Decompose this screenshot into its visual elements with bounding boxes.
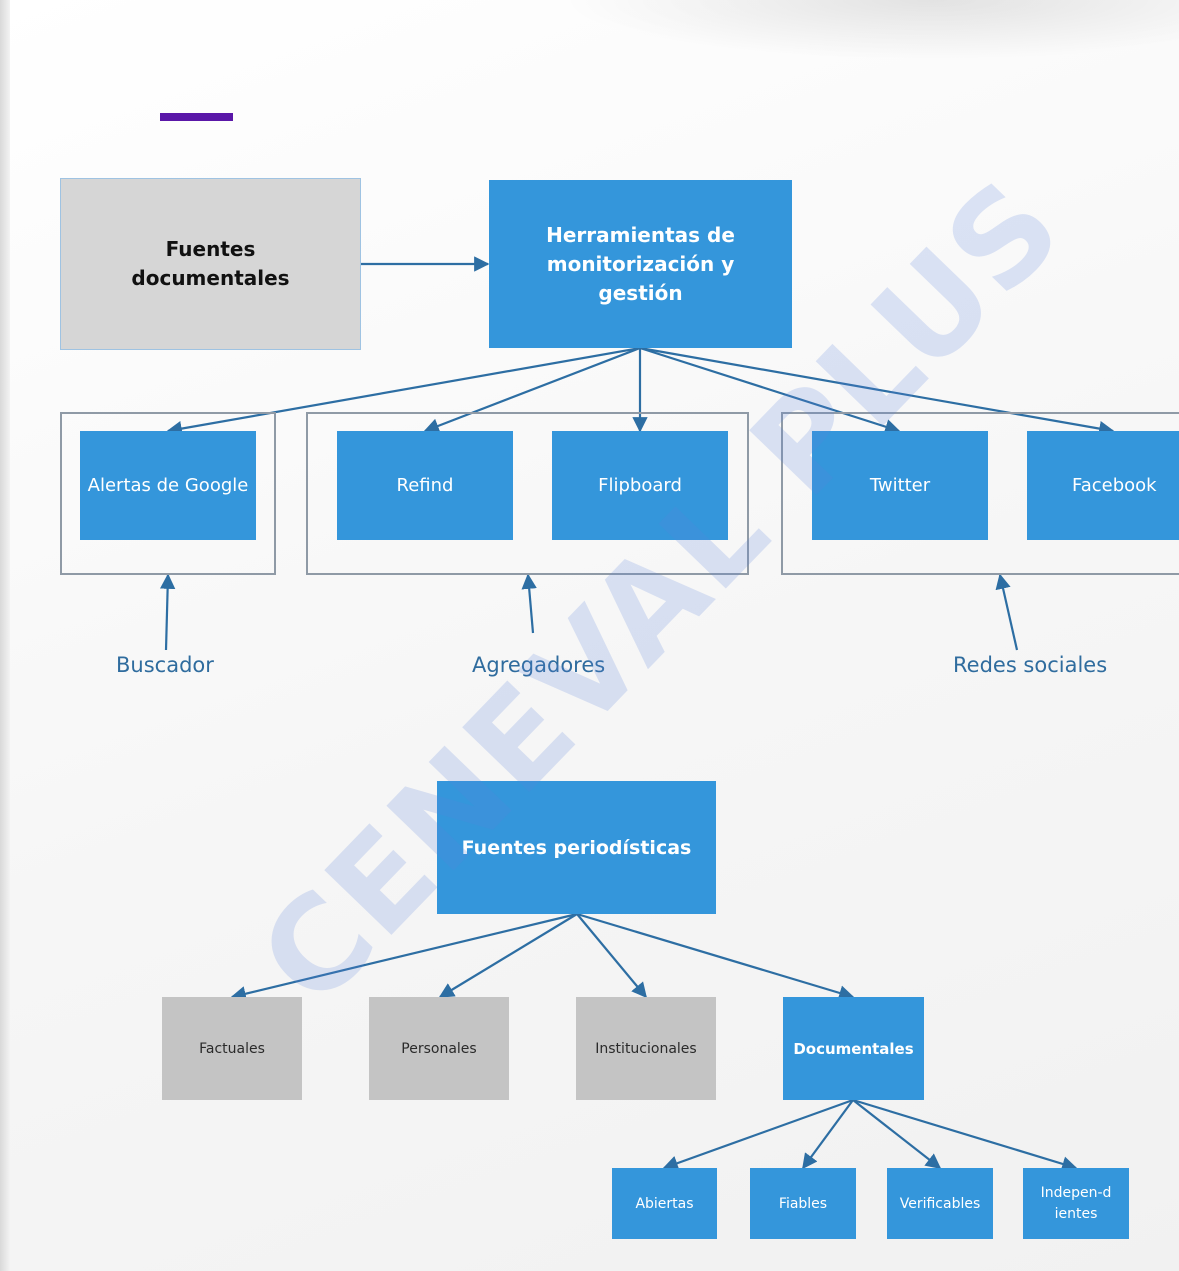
- box-facebook-text: Facebook: [1072, 475, 1157, 496]
- box-verificables: Verificables: [887, 1168, 993, 1239]
- arrow-redes-to-group: [995, 573, 1019, 651]
- box-fuentes-documentales: Fuentes documentales: [60, 178, 361, 350]
- box-factuales: Factuales: [162, 997, 302, 1100]
- arrow-hub-to-facebook: [639, 346, 1115, 437]
- box-twitter-text: Twitter: [869, 475, 931, 496]
- accent-bar: [160, 113, 233, 121]
- arrow-doc-to-fiables: [802, 1099, 854, 1170]
- group-agregadores: [306, 412, 749, 575]
- box-refind-text: Refind: [396, 475, 454, 496]
- arrow-agregadores-to-group: [521, 573, 537, 634]
- arrow-doc-to-abiertas: [662, 1098, 854, 1171]
- box-verificables-text: Verificables: [899, 1195, 981, 1212]
- box-refind: Refind: [337, 431, 513, 540]
- box-fuentes-documentales-text: Fuentes documentales: [131, 237, 290, 290]
- arrow-root-to-factuales: [230, 912, 578, 1002]
- arrow-root-to-institucionales: [576, 913, 647, 999]
- label-redes-sociales: Redes sociales: [953, 653, 1108, 677]
- box-fiables: Fiables: [750, 1168, 856, 1239]
- arrow-doc-to-verificables: [852, 1099, 942, 1169]
- group-redes-sociales: [781, 412, 1179, 575]
- box-twitter: Twitter: [812, 431, 988, 540]
- box-personales-text: Personales: [401, 1040, 477, 1057]
- box-flipboard: Flipboard: [552, 431, 728, 540]
- page-top-shadow: [560, 0, 1179, 60]
- box-facebook: Facebook: [1027, 431, 1179, 540]
- group-buscador: [60, 412, 276, 575]
- box-documentales-text: Documentales: [793, 1039, 914, 1058]
- box-documentales: Documentales: [783, 997, 924, 1100]
- box-institucionales: Institucionales: [576, 997, 716, 1100]
- box-institucionales-text: Institucionales: [595, 1040, 697, 1057]
- arrow-hub-to-alertas: [166, 346, 641, 437]
- arrow-root-to-personales: [438, 913, 578, 998]
- arrow-buscador-to-group: [159, 573, 176, 651]
- label-agregadores: Agregadores: [472, 653, 606, 677]
- arrow-hub-to-twitter: [639, 346, 901, 435]
- box-personales: Personales: [369, 997, 509, 1100]
- arrow-doc-to-independientes: [852, 1098, 1078, 1172]
- label-buscador: Buscador: [116, 653, 214, 677]
- page-edge-shadow: [0, 0, 10, 1271]
- arrow-root-to-documentales: [576, 912, 855, 1001]
- box-alertas-de-google: Alertas de Google: [80, 431, 256, 540]
- box-herramientas-text: Herramientas de monitorización y gestión: [546, 222, 735, 305]
- box-fiables-text: Fiables: [778, 1195, 828, 1212]
- box-independientes-text: Indepen-dientes: [1040, 1184, 1112, 1222]
- box-abiertas-text: Abiertas: [635, 1195, 694, 1212]
- box-herramientas: Herramientas de monitorización y gestión: [489, 180, 792, 348]
- box-factuales-text: Factuales: [199, 1040, 265, 1057]
- box-alertas-text: Alertas de Google: [87, 475, 249, 496]
- box-independientes: Indepen-dientes: [1023, 1168, 1129, 1239]
- box-fuentes-periodisticas-text: Fuentes periodísticas: [461, 836, 692, 859]
- box-abiertas: Abiertas: [612, 1168, 717, 1239]
- box-fuentes-periodisticas: Fuentes periodísticas: [437, 781, 716, 914]
- arrow-hub-to-refind: [423, 346, 641, 434]
- box-flipboard-text: Flipboard: [598, 475, 682, 496]
